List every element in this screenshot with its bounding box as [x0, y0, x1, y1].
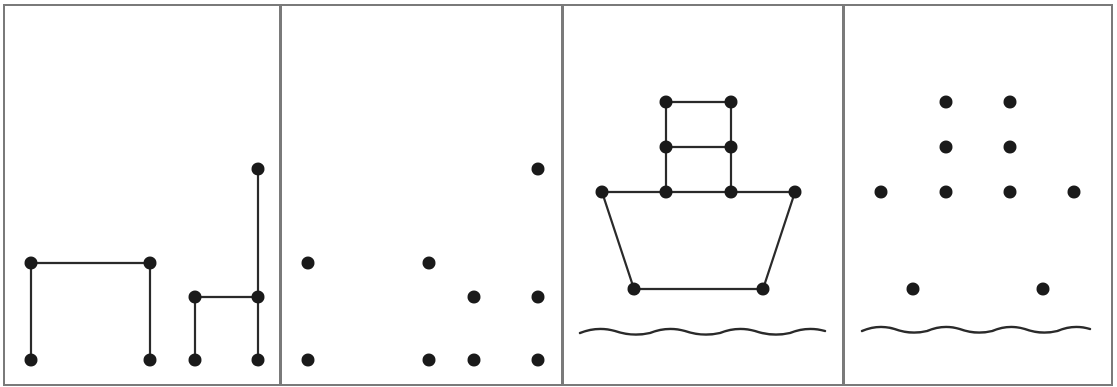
dot-panel-2-6	[532, 291, 545, 304]
dot-panel-4-6	[940, 186, 953, 199]
dot-panel-4-7	[1004, 186, 1017, 199]
dot-panel-2-7	[468, 354, 481, 367]
dot-panel-4-10	[1037, 283, 1050, 296]
dot-panel-3-10	[757, 283, 770, 296]
dot-panel-1-9	[252, 163, 265, 176]
panel-frame-2	[281, 5, 562, 385]
dot-panel-1-4	[144, 354, 157, 367]
dot-panel-3-2	[725, 96, 738, 109]
dot-panel-1-3	[25, 354, 38, 367]
dot-panel-2-5	[468, 291, 481, 304]
dot-panel-3-5	[596, 186, 609, 199]
dot-panel-4-3	[940, 141, 953, 154]
dot-panel-3-4	[725, 141, 738, 154]
dot-panel-2-2	[423, 257, 436, 270]
dot-panel-3-3	[660, 141, 673, 154]
dot-panel-2-3	[302, 354, 315, 367]
dot-panel-2-4	[423, 354, 436, 367]
dot-panel-4-8	[1068, 186, 1081, 199]
dot-panel-3-9	[628, 283, 641, 296]
dot-panel-3-6	[660, 186, 673, 199]
dot-panel-1-1	[25, 257, 38, 270]
dot-panel-3-8	[789, 186, 802, 199]
dot-panel-4-9	[907, 283, 920, 296]
dot-panel-1-7	[189, 354, 202, 367]
dot-panel-4-2	[1004, 96, 1017, 109]
dot-panel-1-2	[144, 257, 157, 270]
dot-panel-2-1	[302, 257, 315, 270]
dot-panel-2-8	[532, 354, 545, 367]
dot-panel-3-7	[725, 186, 738, 199]
dot-panel-2-9	[532, 163, 545, 176]
dot-panel-3-1	[660, 96, 673, 109]
dot-panel-4-5	[875, 186, 888, 199]
dot-panel-4-4	[1004, 141, 1017, 154]
dot-panel-1-6	[252, 291, 265, 304]
dot-panel-1-5	[189, 291, 202, 304]
dot-panel-1-8	[252, 354, 265, 367]
panel-frame-1	[4, 5, 280, 385]
dot-panel-4-1	[940, 96, 953, 109]
